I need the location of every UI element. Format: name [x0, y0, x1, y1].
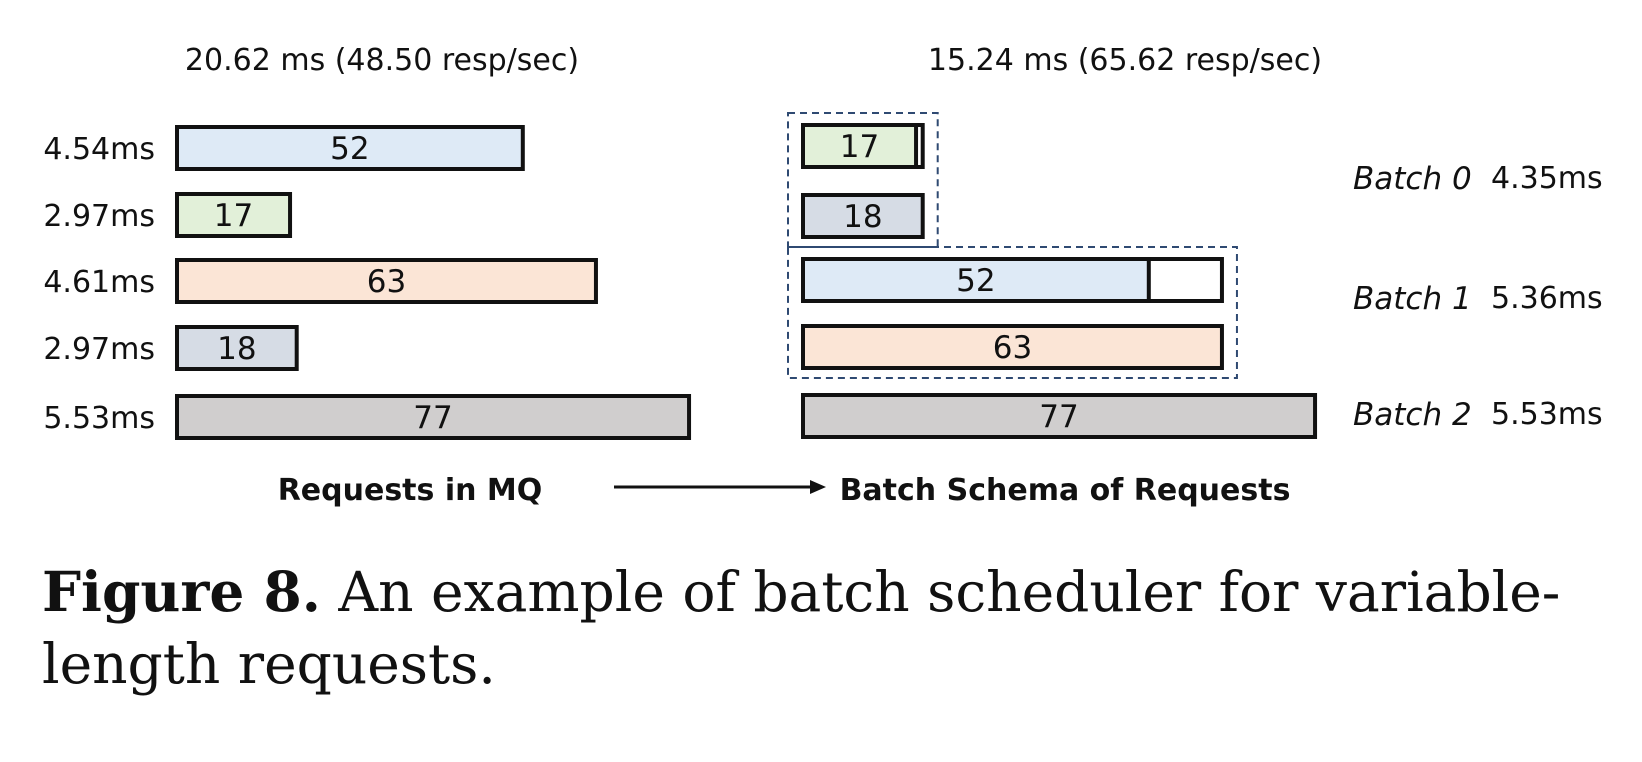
batched-request-bar-63	[801, 324, 1224, 370]
request-bar-52	[175, 125, 525, 171]
batch-name-label: Batch 0	[1353, 161, 1472, 197]
batch-name-label: Batch 1	[1353, 281, 1472, 317]
request-time-label: 2.97ms	[43, 199, 155, 234]
batched-request-length-label: 77	[1039, 399, 1078, 435]
request-bar-17	[175, 192, 293, 238]
batched-request-bar-17	[801, 123, 919, 169]
request-time-label: 4.54ms	[43, 132, 155, 167]
request-bar-18	[175, 325, 299, 371]
requests-in-mq-panel: 52 4.54ms 17 2.97ms 63 4.61ms 18 2.97ms 77 5.53ms	[43, 125, 692, 440]
batch-name-label: Batch 2	[1353, 397, 1472, 433]
batch-time-label: 4.35ms	[1491, 161, 1603, 196]
figure-caption: Figure 8. An example of batch scheduler …	[42, 556, 1602, 700]
batched-request-length-label: 17	[840, 129, 879, 165]
batch-scheduler-diagram: 20.62 ms (48.50 resp/sec) 15.24 ms (65.6…	[43, 43, 1603, 508]
batched-request-length-label: 52	[956, 263, 995, 299]
request-time-label: 4.61ms	[43, 265, 155, 300]
batched-request-bar-18	[801, 193, 925, 239]
request-length-label: 77	[413, 400, 452, 436]
batched-request-bar-77	[801, 393, 1318, 439]
transform-arrow-icon	[614, 480, 826, 494]
batch-schema-panel: 17 18 Batch 0 4.35ms 52 63 Batch 1 5.36ms 77 Batc…	[787, 112, 1603, 439]
request-time-label: 2.97ms	[43, 332, 155, 367]
request-length-label: 63	[367, 264, 406, 300]
batched-request-length-label: 63	[993, 330, 1032, 366]
request-length-label: 52	[330, 131, 369, 167]
batched-request-bar-52	[801, 257, 1151, 303]
request-bar-77	[175, 394, 692, 440]
request-bar-63	[175, 258, 598, 304]
figure-number: Figure 8.	[42, 559, 321, 624]
request-time-label: 5.53ms	[43, 401, 155, 436]
batch-group-border	[787, 112, 939, 248]
batch-time-label: 5.36ms	[1491, 281, 1603, 316]
left-panel-label: Requests in MQ	[278, 473, 543, 508]
right-throughput-header: 15.24 ms (65.62 resp/sec)	[928, 43, 1322, 78]
batched-request-length-label: 18	[843, 199, 882, 235]
caption-text: An example of batch scheduler for variab…	[42, 560, 1561, 696]
right-panel-label: Batch Schema of Requests	[840, 473, 1291, 508]
request-length-label: 18	[217, 331, 256, 367]
request-length-label: 17	[214, 198, 253, 234]
batch-group-border	[787, 246, 1238, 379]
batch-time-label: 5.53ms	[1491, 397, 1603, 432]
left-throughput-header: 20.62 ms (48.50 resp/sec)	[185, 43, 579, 78]
